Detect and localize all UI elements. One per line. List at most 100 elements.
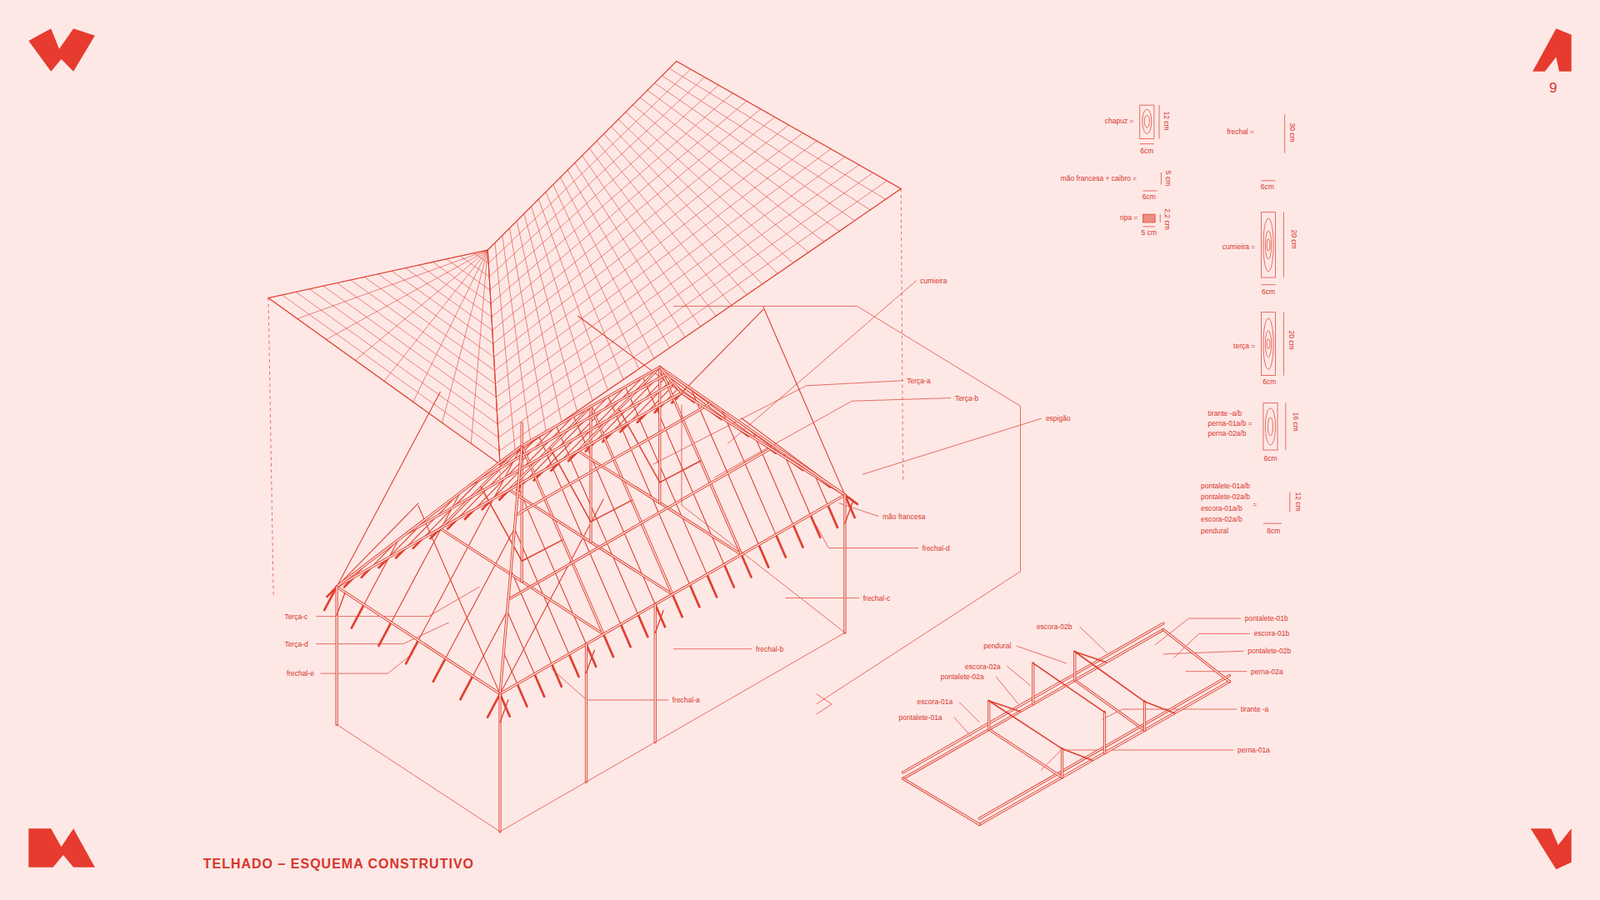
roof-tile-line — [446, 259, 490, 290]
wall-plate — [336, 392, 682, 587]
page-number: 9 — [1548, 80, 1558, 95]
knee-brace — [336, 592, 345, 615]
rafter — [681, 309, 764, 393]
building-outline — [673, 305, 1020, 715]
detail-tie — [980, 675, 1230, 819]
dashed-line — [900, 189, 903, 484]
rafter — [503, 652, 517, 685]
roof-tile-line — [490, 93, 733, 305]
roof-tile-line — [492, 109, 761, 331]
post — [585, 644, 587, 782]
leader-line — [959, 701, 980, 722]
rafter — [556, 426, 639, 615]
roof-tile-line — [364, 276, 495, 370]
leader-line — [1007, 666, 1031, 686]
wood-grain — [1144, 115, 1150, 128]
post — [499, 694, 500, 832]
purlin — [515, 402, 712, 515]
dimension-line — [1260, 284, 1275, 285]
rafter-tail — [405, 640, 419, 664]
wood-grain — [1265, 330, 1271, 358]
part-label: mão francesa — [881, 512, 927, 520]
wall-edge — [681, 505, 845, 633]
detail-pontalete — [987, 700, 990, 730]
dimension-line — [1260, 180, 1275, 181]
section-tirante — [1263, 403, 1278, 450]
detail-pontalete — [1144, 701, 1145, 730]
dimension-label: 6cm — [1139, 147, 1155, 155]
rafter-tail — [793, 525, 804, 548]
dimension-line — [1140, 143, 1155, 145]
wall-plate — [500, 495, 845, 695]
dimension-label: 12 cm — [1162, 110, 1170, 131]
roof-tile-line — [487, 60, 677, 250]
projection-lines — [268, 189, 904, 595]
rafter-tail — [551, 664, 562, 687]
roof-tile-line — [493, 116, 775, 344]
roof-tile-line — [500, 189, 901, 465]
outline — [816, 305, 1021, 705]
part-label: terça = — [1232, 342, 1256, 350]
rafter — [608, 396, 690, 585]
detail-pontalete — [1073, 651, 1076, 680]
rafter-tail — [655, 604, 665, 627]
title: TELHADO – ESQUEMA CONSTRUTIVO — [203, 856, 475, 872]
dimension-label: 12 cm — [1294, 491, 1302, 513]
ridge-beam — [521, 367, 660, 446]
leader-line — [1163, 650, 1245, 655]
dimension-line — [1285, 403, 1286, 450]
roof-outline — [487, 250, 500, 465]
roof-tile-line — [309, 289, 498, 425]
leader-line — [785, 597, 860, 599]
post — [335, 586, 338, 725]
wood-grain — [1266, 339, 1270, 350]
wood-grain — [1263, 218, 1274, 272]
detail-pendural — [989, 700, 1063, 750]
section-ripa — [1142, 214, 1155, 223]
wall-edge — [500, 632, 845, 832]
rafter-tail — [672, 594, 683, 617]
rafter-tail — [569, 654, 580, 677]
detail-pontalete — [1061, 749, 1063, 778]
part-label: perna-01a — [1236, 746, 1271, 755]
ridge-beam — [521, 367, 660, 446]
part-label: tirante -a — [1240, 705, 1270, 714]
detail-crossbeam — [1163, 630, 1230, 682]
logo-m — [28, 828, 95, 868]
dimension-label: 16 cm — [1292, 410, 1300, 432]
section-chapuz — [1140, 105, 1155, 139]
part-label: Terça-a — [905, 376, 931, 385]
part-label: pontalete-02a — [940, 673, 985, 681]
roof-tile-line — [268, 298, 500, 465]
ridge-post — [521, 423, 523, 446]
leader-line — [816, 525, 919, 549]
detail-ridge — [1033, 663, 1105, 713]
dimension-label: 6cm — [1261, 378, 1277, 386]
part-label: mão francesa + caibro = — [1060, 175, 1139, 183]
detail-escora — [1145, 701, 1175, 714]
roof-tile-line — [491, 100, 747, 317]
dimension-label: 6cm — [1260, 288, 1276, 296]
logo-a — [1532, 28, 1572, 71]
rafter-tail — [487, 694, 500, 718]
rafter-tail — [706, 574, 717, 597]
roof-tile-line — [676, 60, 901, 189]
detail-pendural — [1031, 663, 1035, 705]
part-label: pontalete-01a — [898, 714, 944, 722]
rafter-tail — [603, 634, 614, 657]
detail-escora — [989, 700, 1020, 712]
rafter — [336, 503, 419, 587]
roof-tile-line — [488, 69, 690, 264]
hip-rafter — [336, 445, 522, 587]
detail-crossbeam — [1075, 680, 1145, 730]
rafter-tail — [845, 495, 855, 518]
roof-tile-line — [489, 77, 705, 278]
part-label: Terça-d — [283, 640, 309, 648]
part-label: escora-02a — [964, 662, 1002, 670]
post — [335, 586, 337, 725]
outline — [816, 694, 832, 715]
part-label: escora-02b — [1035, 623, 1074, 631]
roof-tile-line — [281, 295, 500, 451]
post — [498, 694, 501, 832]
rafter — [625, 386, 707, 575]
